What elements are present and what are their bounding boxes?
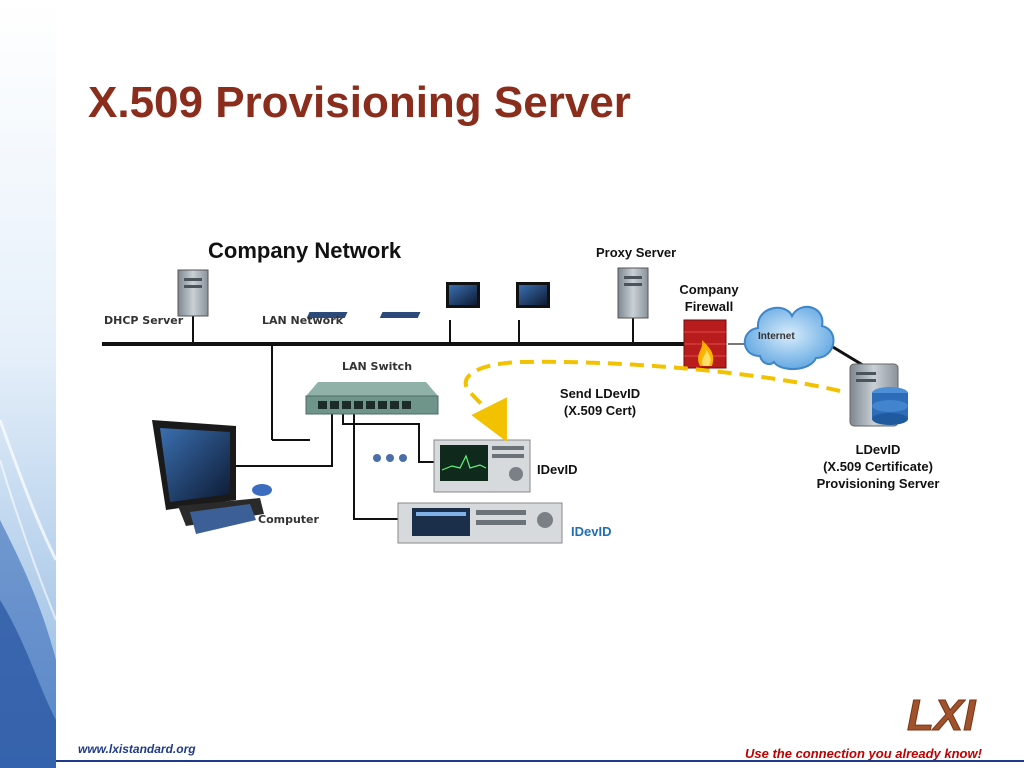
firewall-icon xyxy=(683,319,727,369)
decorative-sidebar xyxy=(0,0,56,768)
signal-generator-icon xyxy=(397,502,563,544)
computer-label: Computer xyxy=(258,513,319,526)
proxy-server-icon xyxy=(617,267,649,319)
firewall-label-line2: Firewall xyxy=(684,299,734,314)
switch-computer-link xyxy=(232,412,333,467)
footer-url[interactable]: www.lxistandard.org xyxy=(78,742,196,756)
server-label-line2: (X.509 Certificate) xyxy=(823,459,933,474)
ldevid-transfer-arrow xyxy=(463,359,841,442)
send-label-line1: Send LDevID xyxy=(559,386,641,401)
send-ldevid-label: Send LDevID (X.509 Cert) xyxy=(548,385,652,419)
server-label-line3: Provisioning Server xyxy=(816,476,940,491)
dhcp-server-label: DHCP Server xyxy=(104,314,184,327)
computer-icon xyxy=(152,420,272,534)
svg-text:LXI: LXI xyxy=(907,691,976,738)
more-devices-dots xyxy=(373,454,407,462)
firewall-label: Company Firewall xyxy=(668,281,750,315)
send-label-line2: (X.509 Cert) xyxy=(563,403,637,418)
footer-divider xyxy=(56,760,1024,762)
footer-tagline: Use the connection you already know! xyxy=(745,746,982,761)
switch-instrument2-link xyxy=(353,412,398,520)
spectrum-analyzer-icon xyxy=(433,439,531,493)
dhcp-server-icon xyxy=(177,269,209,317)
firewall-label-line1: Company xyxy=(679,282,739,297)
desktop-pc-icon-1 xyxy=(306,282,480,318)
lan-switch-icon xyxy=(305,382,439,415)
proxy-server-label: Proxy Server xyxy=(596,245,677,260)
company-network-label: Company Network xyxy=(208,238,402,263)
lxi-logo: LXI xyxy=(907,691,977,739)
lan-switch-label: LAN Switch xyxy=(342,360,413,373)
switch-instrument1-link xyxy=(342,412,434,463)
idevid-label-2: IDevID xyxy=(571,524,612,539)
desktop-pc-icon-2 xyxy=(379,282,550,318)
internet-cloud-icon xyxy=(743,306,835,370)
idevid-label-1: IDevID xyxy=(537,462,578,477)
lan-network-label: LAN Network xyxy=(262,314,343,327)
internet-label: Internet xyxy=(758,331,795,342)
provisioning-server-label: LDevID (X.509 Certificate) Provisioning … xyxy=(800,441,956,492)
server-label-line1: LDevID xyxy=(855,442,901,457)
provisioning-server-icon xyxy=(849,363,908,427)
slide-title: X.509 Provisioning Server xyxy=(88,78,631,127)
